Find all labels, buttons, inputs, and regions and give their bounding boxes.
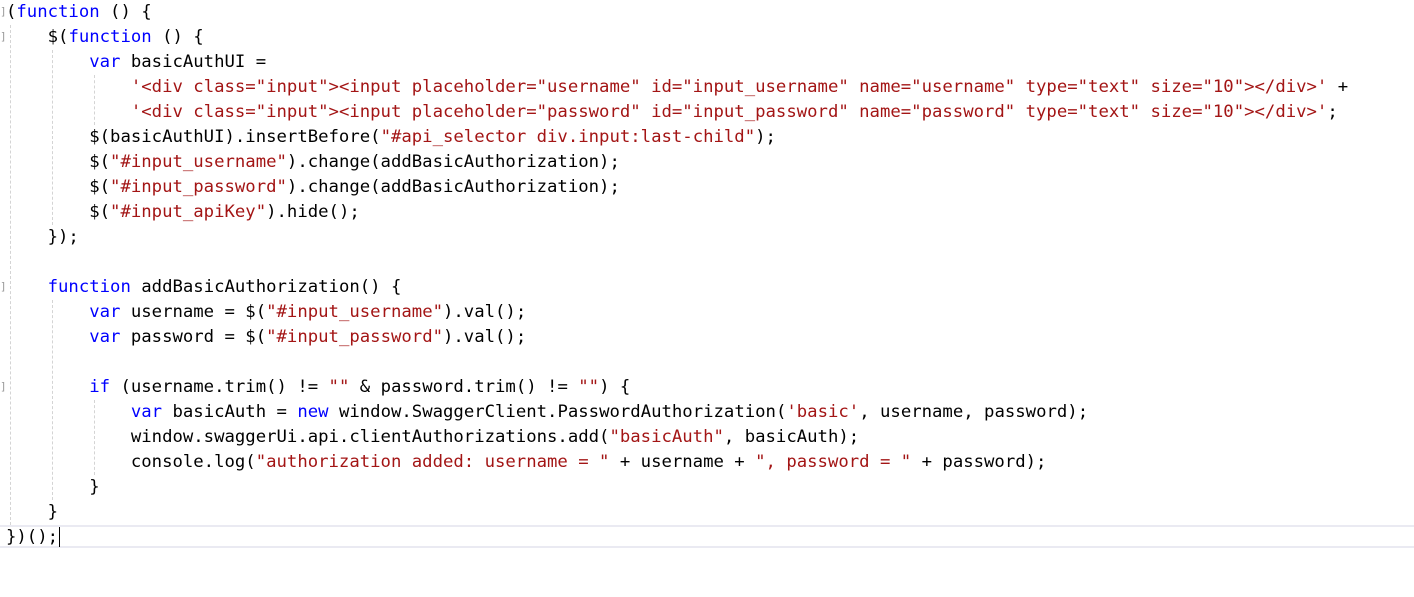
indent-guide <box>94 75 95 125</box>
code-keyword: var <box>89 327 121 347</box>
code-keyword: var <box>89 52 121 72</box>
code-text: } <box>6 502 59 522</box>
code-text: console.log( <box>6 452 256 472</box>
code-text: ).val(); <box>443 302 527 322</box>
code-text: ; <box>1327 102 1338 122</box>
code-string: "#input_password" <box>266 327 443 347</box>
code-text: } <box>6 477 100 497</box>
code-string: "#input_username" <box>266 302 443 322</box>
code-line[interactable]: $("#input_apiKey").hide(); <box>6 200 360 225</box>
code-line[interactable]: var password = $("#input_password").val(… <box>6 325 526 350</box>
code-string: "" <box>578 377 600 397</box>
code-string: "#api_selector div.input:last-child" <box>380 127 756 147</box>
code-line[interactable]: } <box>6 500 58 525</box>
code-string: '<div class="input"><input placeholder="… <box>130 77 1328 97</box>
code-string: ", password = " <box>755 452 912 472</box>
code-text <box>6 77 131 97</box>
code-line[interactable]: var basicAuth = new window.SwaggerClient… <box>6 400 1088 425</box>
code-text: $( <box>6 177 111 197</box>
code-keyword: new <box>297 402 329 422</box>
code-line[interactable]: window.swaggerUi.api.clientAuthorization… <box>6 425 859 450</box>
code-string: "" <box>328 377 350 397</box>
code-line[interactable]: $(basicAuthUI).insertBefore("#api_select… <box>6 125 776 150</box>
code-text <box>6 302 89 322</box>
code-text: $( <box>6 152 111 172</box>
code-text: ).change(addBasicAuthorization); <box>286 177 620 197</box>
code-line[interactable]: }); <box>6 225 79 250</box>
code-text: & password.trim() != <box>349 377 579 397</box>
code-keyword: if <box>89 377 111 397</box>
code-text: , username, password); <box>859 402 1089 422</box>
code-text: $(basicAuthUI).insertBefore( <box>6 127 381 147</box>
code-text <box>6 402 131 422</box>
code-text: ).hide(); <box>266 202 360 222</box>
indent-guide <box>52 50 53 225</box>
code-text: addBasicAuthorization() { <box>130 277 402 297</box>
code-text: basicAuthUI = <box>120 52 267 72</box>
indent-guide <box>10 25 11 525</box>
code-line[interactable]: (function () { <box>6 0 152 25</box>
code-text <box>6 102 131 122</box>
code-keyword: var <box>130 402 163 422</box>
code-line[interactable]: var basicAuthUI = <box>6 50 266 75</box>
editor-gutter: ] ] ] ] <box>0 0 7 597</box>
code-keyword: function <box>47 277 131 297</box>
code-text: ).change(addBasicAuthorization); <box>286 152 620 172</box>
code-string: "#input_apiKey" <box>110 202 267 222</box>
text-cursor <box>59 527 61 547</box>
code-line[interactable]: $("#input_password").change(addBasicAuth… <box>6 175 620 200</box>
code-keyword: function <box>16 2 100 22</box>
code-text <box>6 327 89 347</box>
code-string: 'basic' <box>786 402 860 422</box>
fold-marker-icon[interactable]: ] <box>0 380 7 393</box>
code-line[interactable]: $("#input_username").change(addBasicAuth… <box>6 150 620 175</box>
code-text: + <box>1327 77 1349 97</box>
fold-marker-icon[interactable]: ] <box>0 280 7 293</box>
indent-guide <box>52 300 53 500</box>
code-text: basicAuth = <box>162 402 298 422</box>
code-string: "#input_password" <box>110 177 287 197</box>
code-text: password = $( <box>120 327 267 347</box>
code-text: + username + <box>609 452 756 472</box>
code-line[interactable]: function addBasicAuthorization() { <box>6 275 402 300</box>
code-line[interactable]: } <box>6 475 100 500</box>
code-text <box>6 277 48 297</box>
current-line-highlight <box>0 525 1414 548</box>
code-text: window.swaggerUi.api.clientAuthorization… <box>6 427 610 447</box>
code-text: ); <box>755 127 776 147</box>
fold-marker-icon[interactable]: ] <box>0 5 7 18</box>
code-string: "#input_username" <box>110 152 287 172</box>
code-text: })(); <box>6 527 59 547</box>
code-text: () { <box>99 2 152 22</box>
code-text: , basicAuth); <box>723 427 860 447</box>
code-text <box>6 52 89 72</box>
code-text: + password); <box>911 452 1047 472</box>
code-string: "authorization added: username = " <box>255 452 610 472</box>
code-line[interactable]: console.log("authorization added: userna… <box>6 450 1047 475</box>
code-text: username = $( <box>120 302 267 322</box>
code-text: $( <box>6 202 111 222</box>
code-text: (username.trim() != <box>110 377 329 397</box>
code-text: ).val(); <box>443 327 527 347</box>
code-text: $( <box>6 27 69 47</box>
code-line[interactable]: '<div class="input"><input placeholder="… <box>6 100 1338 125</box>
code-line[interactable]: })(); <box>6 525 61 550</box>
code-keyword: function <box>68 27 152 47</box>
code-line[interactable]: '<div class="input"><input placeholder="… <box>6 75 1348 100</box>
code-text <box>6 377 89 397</box>
code-text: }); <box>6 227 79 247</box>
code-line[interactable]: $(function () { <box>6 25 204 50</box>
indent-guide <box>94 400 95 475</box>
code-string: '<div class="input"><input placeholder="… <box>130 102 1328 122</box>
code-text: ) { <box>599 377 631 397</box>
code-text: () { <box>151 27 204 47</box>
code-text: window.SwaggerClient.PasswordAuthorizati… <box>328 402 787 422</box>
code-line[interactable]: var username = $("#input_username").val(… <box>6 300 526 325</box>
code-string: "basicAuth" <box>609 427 724 447</box>
fold-marker-icon[interactable]: ] <box>0 30 7 43</box>
code-keyword: var <box>89 302 121 322</box>
code-text: ( <box>6 2 17 22</box>
code-line[interactable]: if (username.trim() != "" & password.tri… <box>6 375 630 400</box>
